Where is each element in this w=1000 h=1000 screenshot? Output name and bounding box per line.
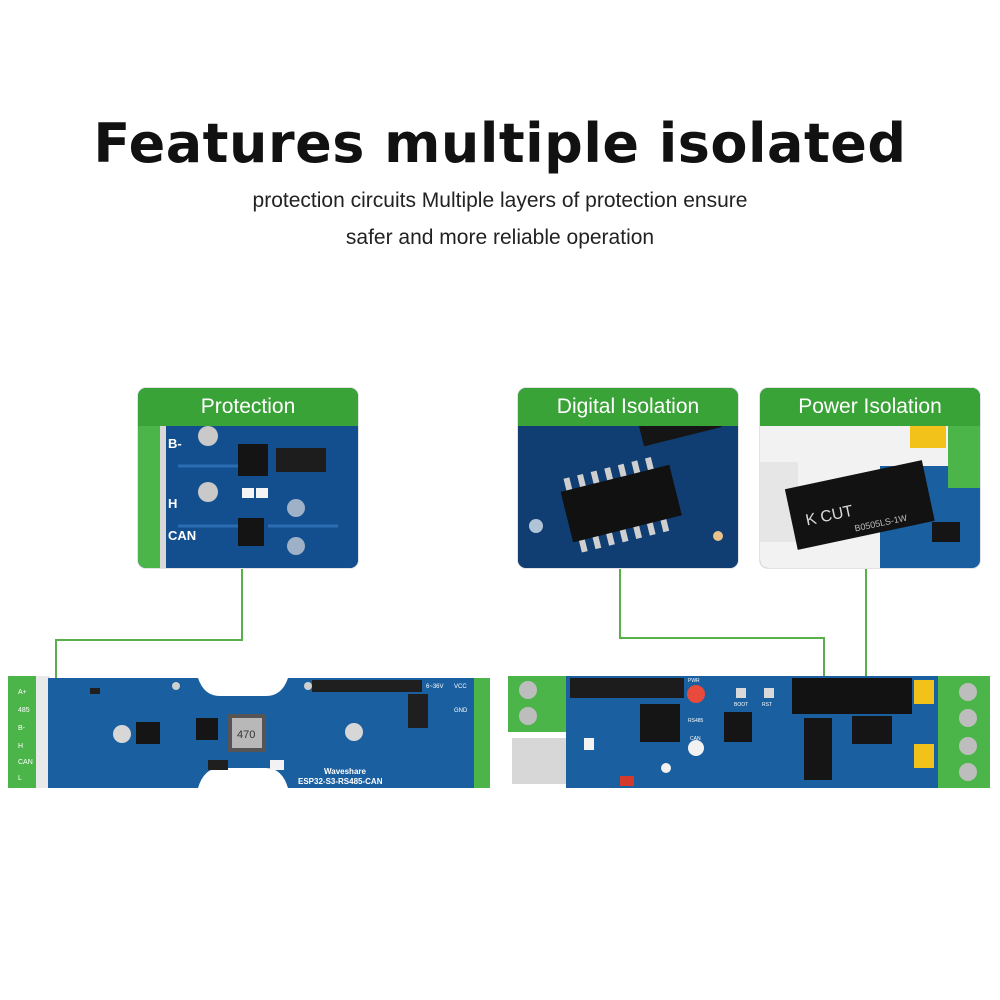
- terminal-label-l: L: [18, 775, 22, 782]
- terminal-label-a: A+: [18, 689, 27, 696]
- rst-label: RST: [762, 702, 772, 708]
- protection-label-can: CAN: [168, 528, 196, 543]
- protection-card-title: Protection: [138, 388, 358, 426]
- terminal-label-b: B-: [18, 725, 26, 732]
- terminal-label-can: CAN: [18, 759, 33, 766]
- protection-card: Protection B- H CAN: [138, 388, 358, 568]
- digital-isolation-photo: [518, 426, 738, 568]
- terminal-label-485: 485: [18, 707, 30, 714]
- protection-label-h: H: [168, 496, 177, 511]
- power-isolation-photo: K CUT B0505LS-1W: [760, 426, 980, 568]
- inductor-label: 470: [237, 729, 255, 741]
- boot-label: BOOT: [734, 702, 748, 708]
- model-label: ESP32-S3-RS485-CAN: [298, 777, 383, 786]
- protection-label-b: B-: [168, 436, 182, 451]
- power-isolation-card: Power Isolation K CUT B0505LS-1W: [760, 388, 980, 568]
- headline: Features multiple isolated: [93, 112, 907, 175]
- subtitle-line-1: protection circuits Multiple layers of p…: [252, 189, 748, 212]
- subtitle-line-2: safer and more reliable operation: [345, 226, 655, 249]
- voltage-label: 6~36V: [426, 684, 444, 690]
- left-board: A+ 485 B- H CAN L 470 6~36V VCC GND Wave…: [8, 668, 490, 792]
- can-label: CAN: [690, 736, 701, 742]
- digital-isolation-card-title: Digital Isolation: [518, 388, 738, 426]
- protection-photo: B- H CAN: [138, 426, 358, 568]
- vcc-label: VCC: [454, 684, 467, 690]
- right-board: PWR BOOT RST RS485 CAN: [508, 668, 990, 792]
- power-isolation-card-title: Power Isolation: [760, 388, 980, 426]
- brand-label: Waveshare: [324, 767, 367, 776]
- digital-isolation-card: Digital Isolation: [518, 388, 738, 568]
- pwr-label: PWR: [688, 678, 700, 684]
- gnd-label: GND: [454, 708, 468, 714]
- rs485-label: RS485: [688, 718, 704, 724]
- terminal-label-h: H: [18, 743, 23, 750]
